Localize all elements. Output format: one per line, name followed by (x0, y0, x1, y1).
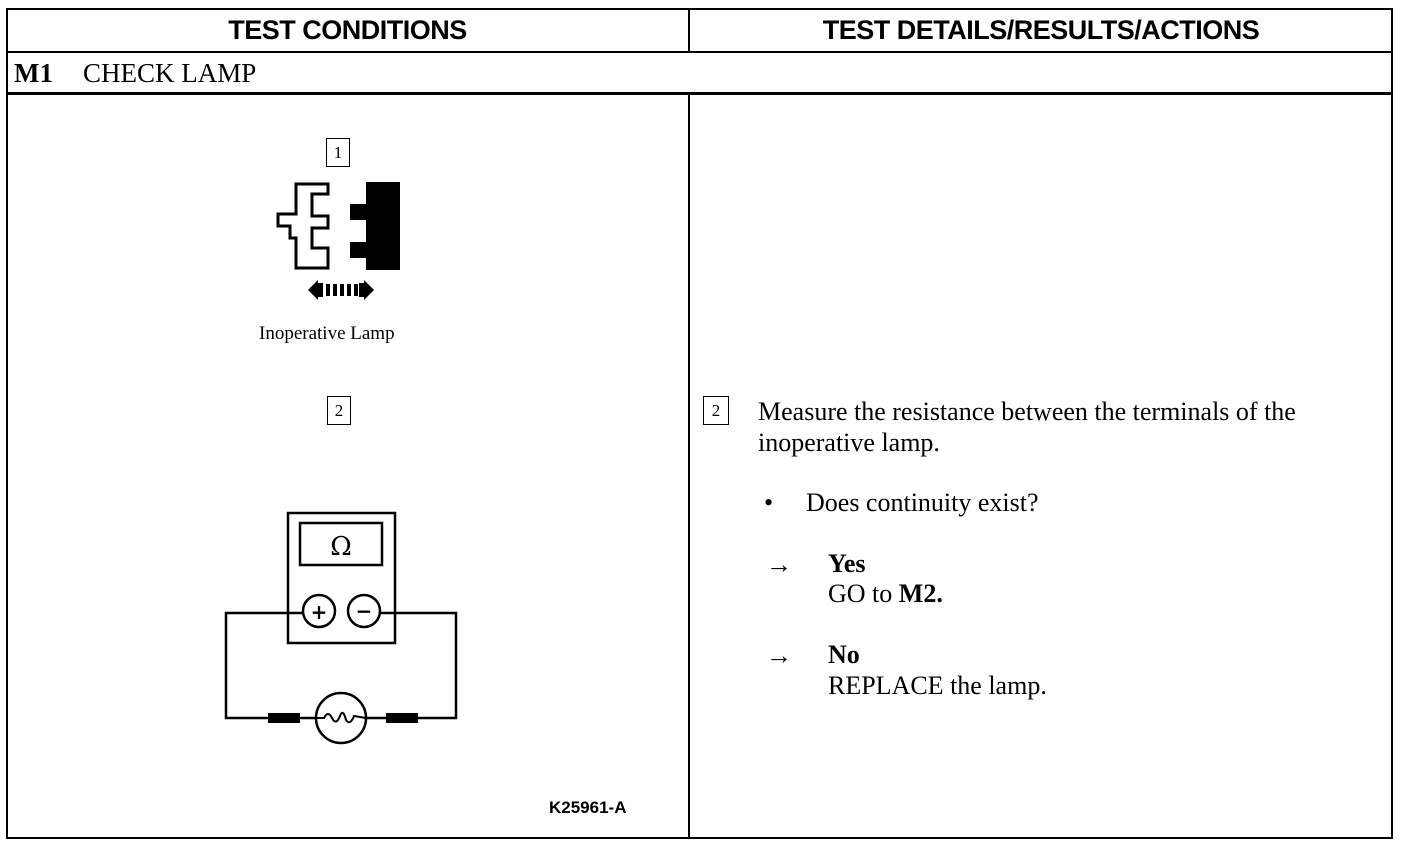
probe-tip-right (386, 713, 418, 723)
ohmmeter-display (298, 521, 384, 567)
harness-connector-icon (350, 182, 400, 270)
detail-step-2-number-box: 2 (703, 396, 729, 425)
bullet-icon: • (764, 488, 774, 517)
divider-header (6, 51, 1393, 53)
yes-arrow-icon: → (766, 550, 792, 579)
positive-terminal (301, 593, 337, 629)
ohm-symbol-icon: Ω (330, 532, 352, 562)
double-arrow-icon (308, 280, 374, 300)
lamp-bulb-icon (314, 691, 368, 745)
step-id: M1 (14, 58, 53, 88)
question-text: Does continuity exist? (806, 488, 1039, 517)
positive-lead (224, 611, 303, 720)
ohmmeter-circuit-diagram: Ω + − (224, 511, 458, 745)
divider-header-column (688, 8, 690, 53)
negative-lead (380, 611, 458, 720)
figure-code: K25961-A (549, 798, 627, 817)
yes-action-prefix: GO to (828, 579, 899, 608)
instruction-text: Measure the resistance between the termi… (758, 397, 1296, 457)
step-title-bar: M1 CHECK LAMP (14, 55, 256, 91)
plus-symbol: + (311, 600, 328, 624)
no-label: No (828, 640, 860, 669)
yes-action: GO to M2. (828, 578, 943, 609)
no-action: REPLACE the lamp. (828, 671, 1047, 700)
step-1-caption: Inoperative Lamp (259, 323, 395, 344)
negative-terminal (346, 593, 382, 629)
divider-body-column (688, 94, 690, 839)
lamp-socket-connector-icon (276, 182, 330, 270)
no-arrow-icon: → (766, 641, 792, 670)
test-table (6, 8, 1393, 839)
divider-step (6, 92, 1393, 95)
step-2-number-box: 2 (327, 396, 351, 425)
yes-action-target-link[interactable]: M2. (898, 579, 943, 608)
header-test-details: TEST DETAILS/RESULTS/ACTIONS (822, 15, 1260, 45)
probe-tip-left (268, 713, 300, 723)
step-title: CHECK LAMP (82, 58, 257, 88)
step-1-number-box: 1 (326, 138, 350, 167)
yes-label: Yes (828, 549, 866, 578)
connector-disconnect-illustration (276, 182, 400, 300)
header-test-conditions: TEST CONDITIONS (228, 15, 467, 45)
minus-symbol: − (356, 599, 373, 623)
